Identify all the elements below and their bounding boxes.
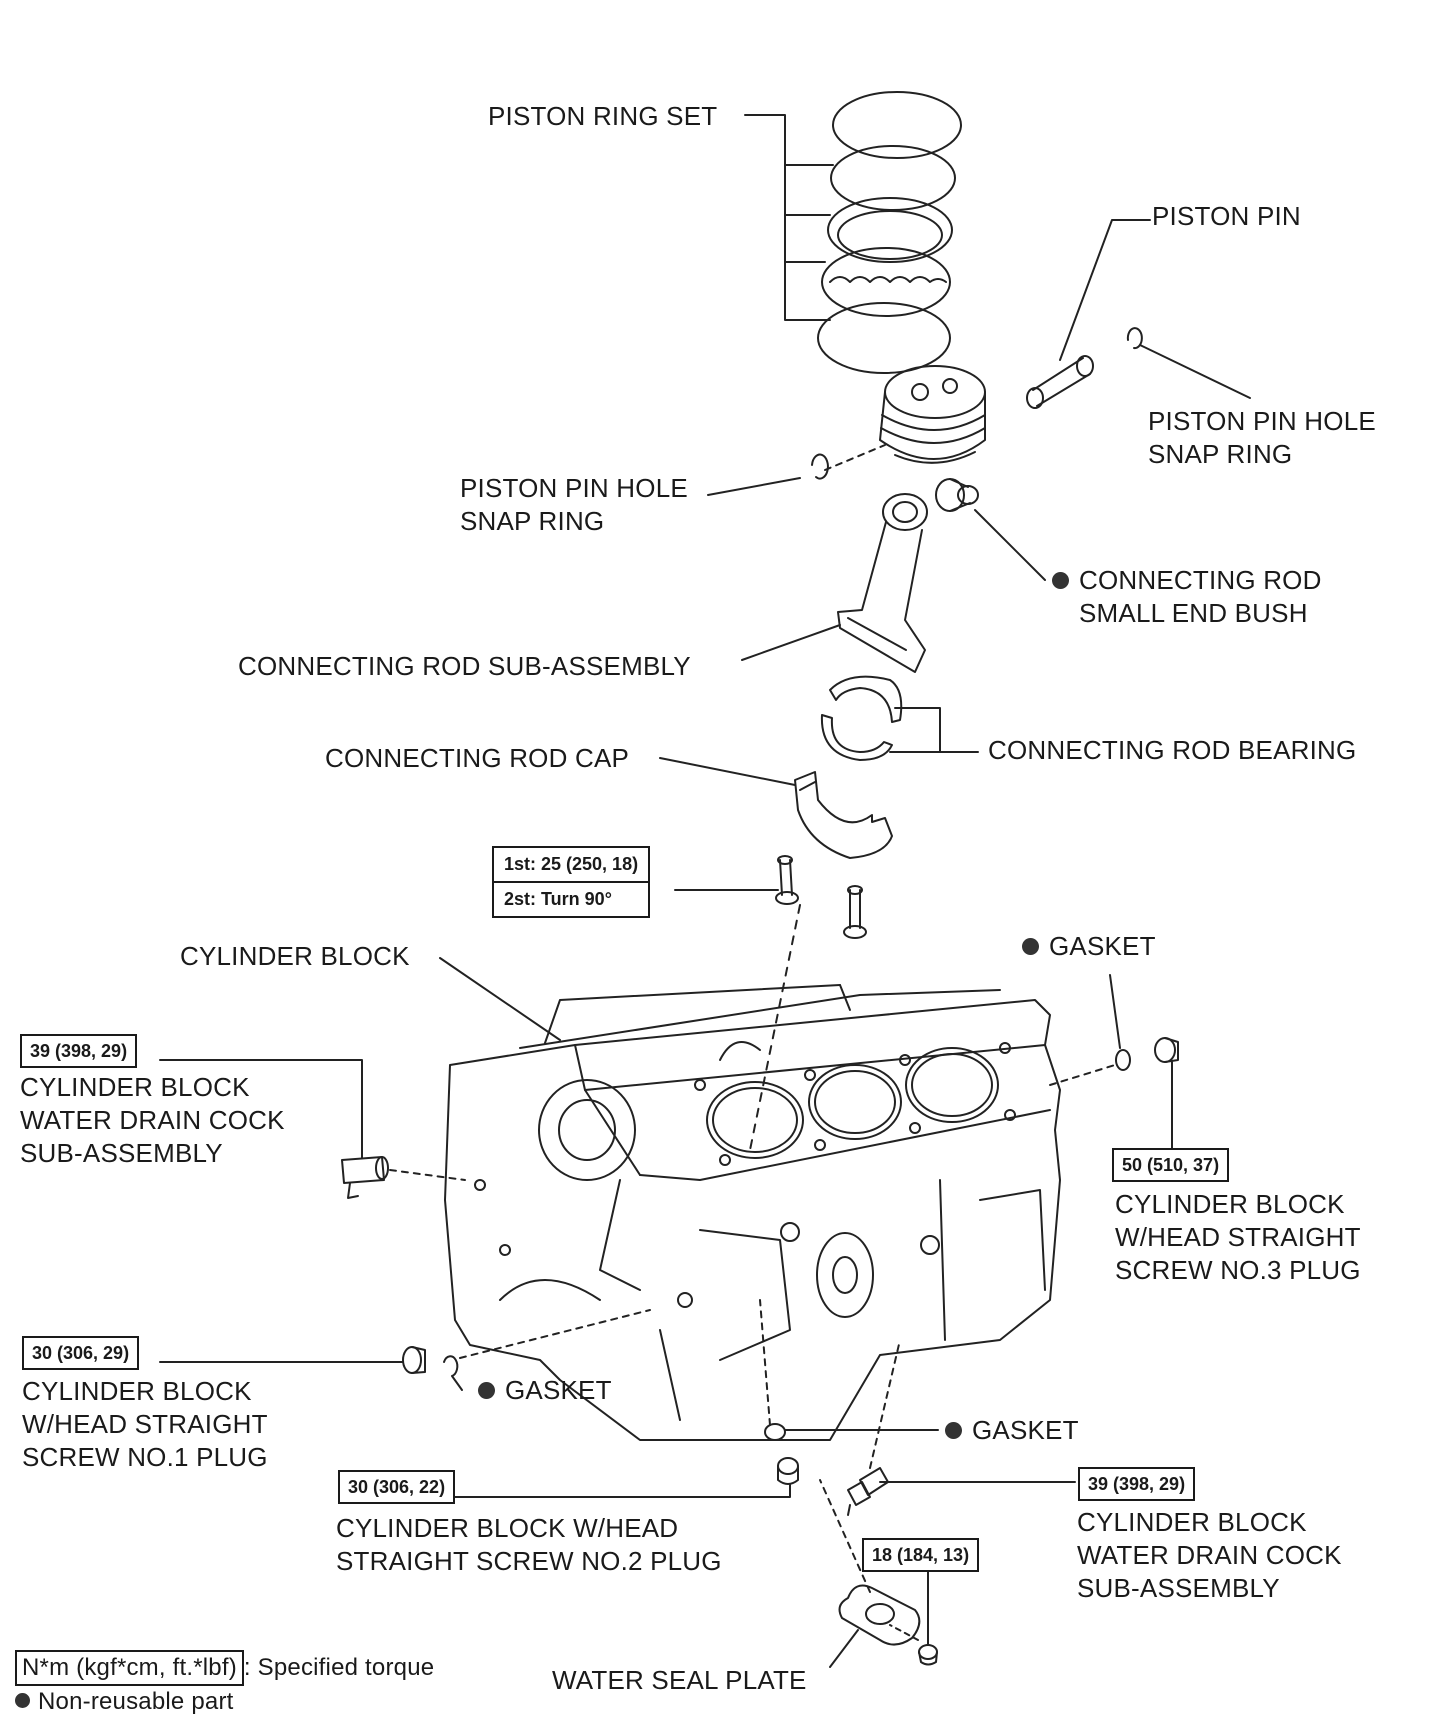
torque-drain-cock-left: 39 (398, 29) bbox=[20, 1034, 138, 1068]
drain-right-dash bbox=[869, 1339, 901, 1469]
cap-leader bbox=[659, 757, 796, 786]
snap-ring-right bbox=[1126, 327, 1143, 350]
label-piston-pin: PISTON PIN bbox=[1152, 201, 1301, 231]
piston bbox=[879, 365, 986, 464]
nonreusable-icon bbox=[945, 1421, 962, 1439]
label-gasket-left: GASKET bbox=[478, 1374, 612, 1407]
torque-screw-no2: 30 (306, 22) bbox=[338, 1470, 456, 1504]
screw-no3-plug bbox=[1154, 1037, 1179, 1063]
snap-ring-dash bbox=[824, 444, 886, 471]
label-small-end-bush: CONNECTING ROD SMALL END BUSH bbox=[1052, 564, 1322, 630]
connecting-rod-bearing bbox=[820, 675, 903, 761]
drain-cock-left-dash bbox=[389, 1169, 466, 1181]
connecting-rod bbox=[837, 493, 928, 673]
piston-ring-set-leader bbox=[744, 114, 834, 321]
label-connecting-rod-sub-assembly: CONNECTING ROD SUB-ASSEMBLY bbox=[238, 651, 691, 681]
snap-ring-right-leader bbox=[1139, 344, 1251, 399]
legend: N*m (kgf*cm, ft.*lbf): Specified torque … bbox=[15, 1650, 434, 1718]
piston-pin-leader bbox=[1059, 219, 1151, 361]
water-seal-bolt bbox=[918, 1644, 938, 1666]
rod-leader bbox=[741, 624, 841, 661]
label-screw-no3: CYLINDER BLOCK W/HEAD STRAIGHT SCREW NO.… bbox=[1115, 1189, 1361, 1285]
water-seal-plate-shape bbox=[838, 1584, 921, 1646]
label-cylinder-block: CYLINDER BLOCK bbox=[180, 941, 410, 971]
piston-rings bbox=[817, 91, 979, 374]
gasket-bottom bbox=[764, 1423, 786, 1441]
nonreusable-icon bbox=[478, 1381, 495, 1399]
centerline-dash bbox=[749, 904, 801, 1151]
drain-cock-right bbox=[847, 1467, 889, 1516]
torque-drain-cock-right: 39 (398, 29) bbox=[1078, 1467, 1196, 1501]
no3-dash bbox=[1049, 1064, 1116, 1086]
legend-torque-box: N*m (kgf*cm, ft.*lbf) bbox=[15, 1650, 244, 1686]
torque-screw-no3: 50 (510, 37) bbox=[1112, 1148, 1230, 1182]
small-end-bush bbox=[935, 478, 979, 512]
no2-dash bbox=[759, 1299, 771, 1426]
cylinder-block bbox=[444, 984, 1061, 1441]
screw-no3-leader bbox=[1124, 1061, 1173, 1161]
drain-cock-left-leader bbox=[159, 1059, 363, 1159]
bush-leader bbox=[974, 509, 1046, 581]
torque-rod-cap-bolt: 1st: 25 (250, 18) 2st: Turn 90° bbox=[492, 846, 651, 918]
seal-bolt-dash bbox=[889, 1624, 919, 1641]
drain-cock-left bbox=[341, 1156, 389, 1199]
piston-pin bbox=[1026, 355, 1094, 409]
label-connecting-rod-cap: CONNECTING ROD CAP bbox=[325, 743, 630, 773]
seal-dash bbox=[819, 1479, 871, 1593]
legend-torque-desc: : Specified torque bbox=[243, 1654, 435, 1681]
connecting-rod-cap bbox=[794, 771, 893, 859]
nonreusable-icon bbox=[1022, 937, 1039, 955]
gasket-no1 bbox=[443, 1355, 463, 1391]
screw-no1-plug bbox=[402, 1346, 426, 1374]
label-drain-cock-left: CYLINDER BLOCK WATER DRAIN COCK SUB-ASSE… bbox=[20, 1072, 285, 1168]
gasket-right-top bbox=[1115, 1049, 1131, 1071]
label-screw-no2: CYLINDER BLOCK W/HEAD STRAIGHT SCREW NO.… bbox=[336, 1513, 722, 1576]
cylinder-block-leader bbox=[439, 957, 561, 1041]
label-gasket-top: GASKET bbox=[1022, 930, 1156, 963]
label-snap-ring-right: PISTON PIN HOLE SNAP RING bbox=[1148, 406, 1376, 469]
gasket-right-top-leader bbox=[1109, 974, 1121, 1049]
label-connecting-rod-bearing: CONNECTING ROD BEARING bbox=[988, 735, 1357, 765]
label-piston-ring-set: PISTON RING SET bbox=[488, 101, 718, 131]
screw-no2-plug bbox=[777, 1457, 799, 1485]
torque-screw-no1: 30 (306, 29) bbox=[22, 1336, 140, 1370]
snap-ring-left-leader bbox=[707, 477, 801, 496]
snap-ring-left bbox=[811, 453, 829, 480]
label-gasket-bottom: GASKET bbox=[945, 1414, 1079, 1447]
label-screw-no1: CYLINDER BLOCK W/HEAD STRAIGHT SCREW NO.… bbox=[22, 1376, 268, 1472]
nonreusable-icon bbox=[1052, 571, 1069, 589]
legend-nonreusable: Non-reusable part bbox=[38, 1688, 234, 1715]
no1-dash bbox=[459, 1309, 651, 1359]
label-drain-cock-right: CYLINDER BLOCK WATER DRAIN COCK SUB-ASSE… bbox=[1077, 1507, 1342, 1603]
rod-cap-bolts bbox=[775, 855, 867, 939]
label-water-seal-plate: WATER SEAL PLATE bbox=[552, 1665, 807, 1695]
screw-no2-leader bbox=[449, 1484, 791, 1498]
seal-plate-leader bbox=[829, 1629, 859, 1668]
label-snap-ring-left: PISTON PIN HOLE SNAP RING bbox=[460, 473, 688, 536]
torque-water-seal-plate: 18 (184, 13) bbox=[862, 1538, 980, 1572]
bearing-leader bbox=[889, 707, 979, 753]
nonreusable-icon bbox=[15, 1693, 30, 1709]
